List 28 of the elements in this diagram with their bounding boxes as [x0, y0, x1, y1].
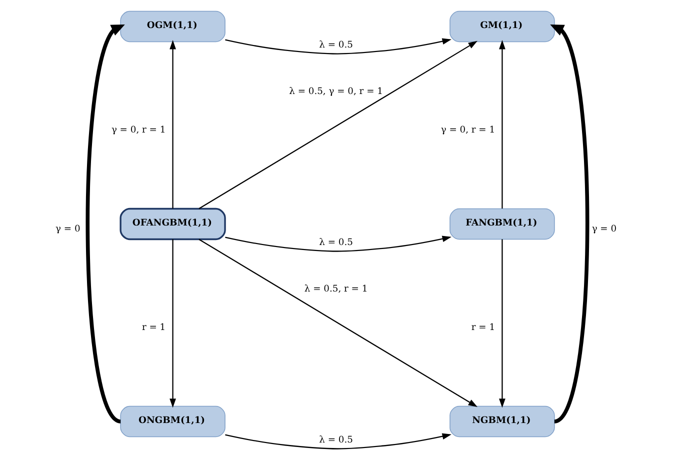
edge-label: λ = 0.5, γ = 0, r = 1 [289, 87, 383, 98]
node-box: ONGBM(1,1) [120, 406, 226, 438]
arrow [225, 236, 452, 252]
arrow [198, 40, 478, 210]
node-box: FANGBM(1,1) [450, 208, 555, 240]
node-box: NGBM(1,1) [450, 406, 555, 438]
arrow [550, 24, 590, 424]
edge-label: λ = 0.5, r = 1 [304, 284, 368, 295]
node-box: GM(1,1) [450, 10, 555, 42]
edge-label: r = 1 [142, 322, 166, 333]
arrow [86, 24, 125, 424]
arrow [170, 40, 176, 209]
edge-label: γ = 0 [592, 224, 617, 235]
edge-label: λ = 0.5 [319, 40, 353, 51]
edge-label: γ = 0, r = 1 [440, 126, 496, 136]
edge-label: r = 1 [471, 322, 496, 333]
arrow [225, 433, 452, 450]
arrow [225, 38, 452, 54]
edge-label: λ = 0.5 [319, 436, 353, 446]
node-box: OGM(1,1) [120, 10, 226, 42]
node-box: OFANGBM(1,1) [120, 208, 226, 240]
edge-label: λ = 0.5 [319, 238, 353, 248]
edge-label: γ = 0 [56, 224, 80, 235]
arrow [499, 40, 506, 209]
arrow [198, 238, 478, 408]
edge-label: γ = 0, r = 1 [111, 126, 166, 136]
arrow [499, 239, 506, 408]
arrow [170, 239, 176, 408]
